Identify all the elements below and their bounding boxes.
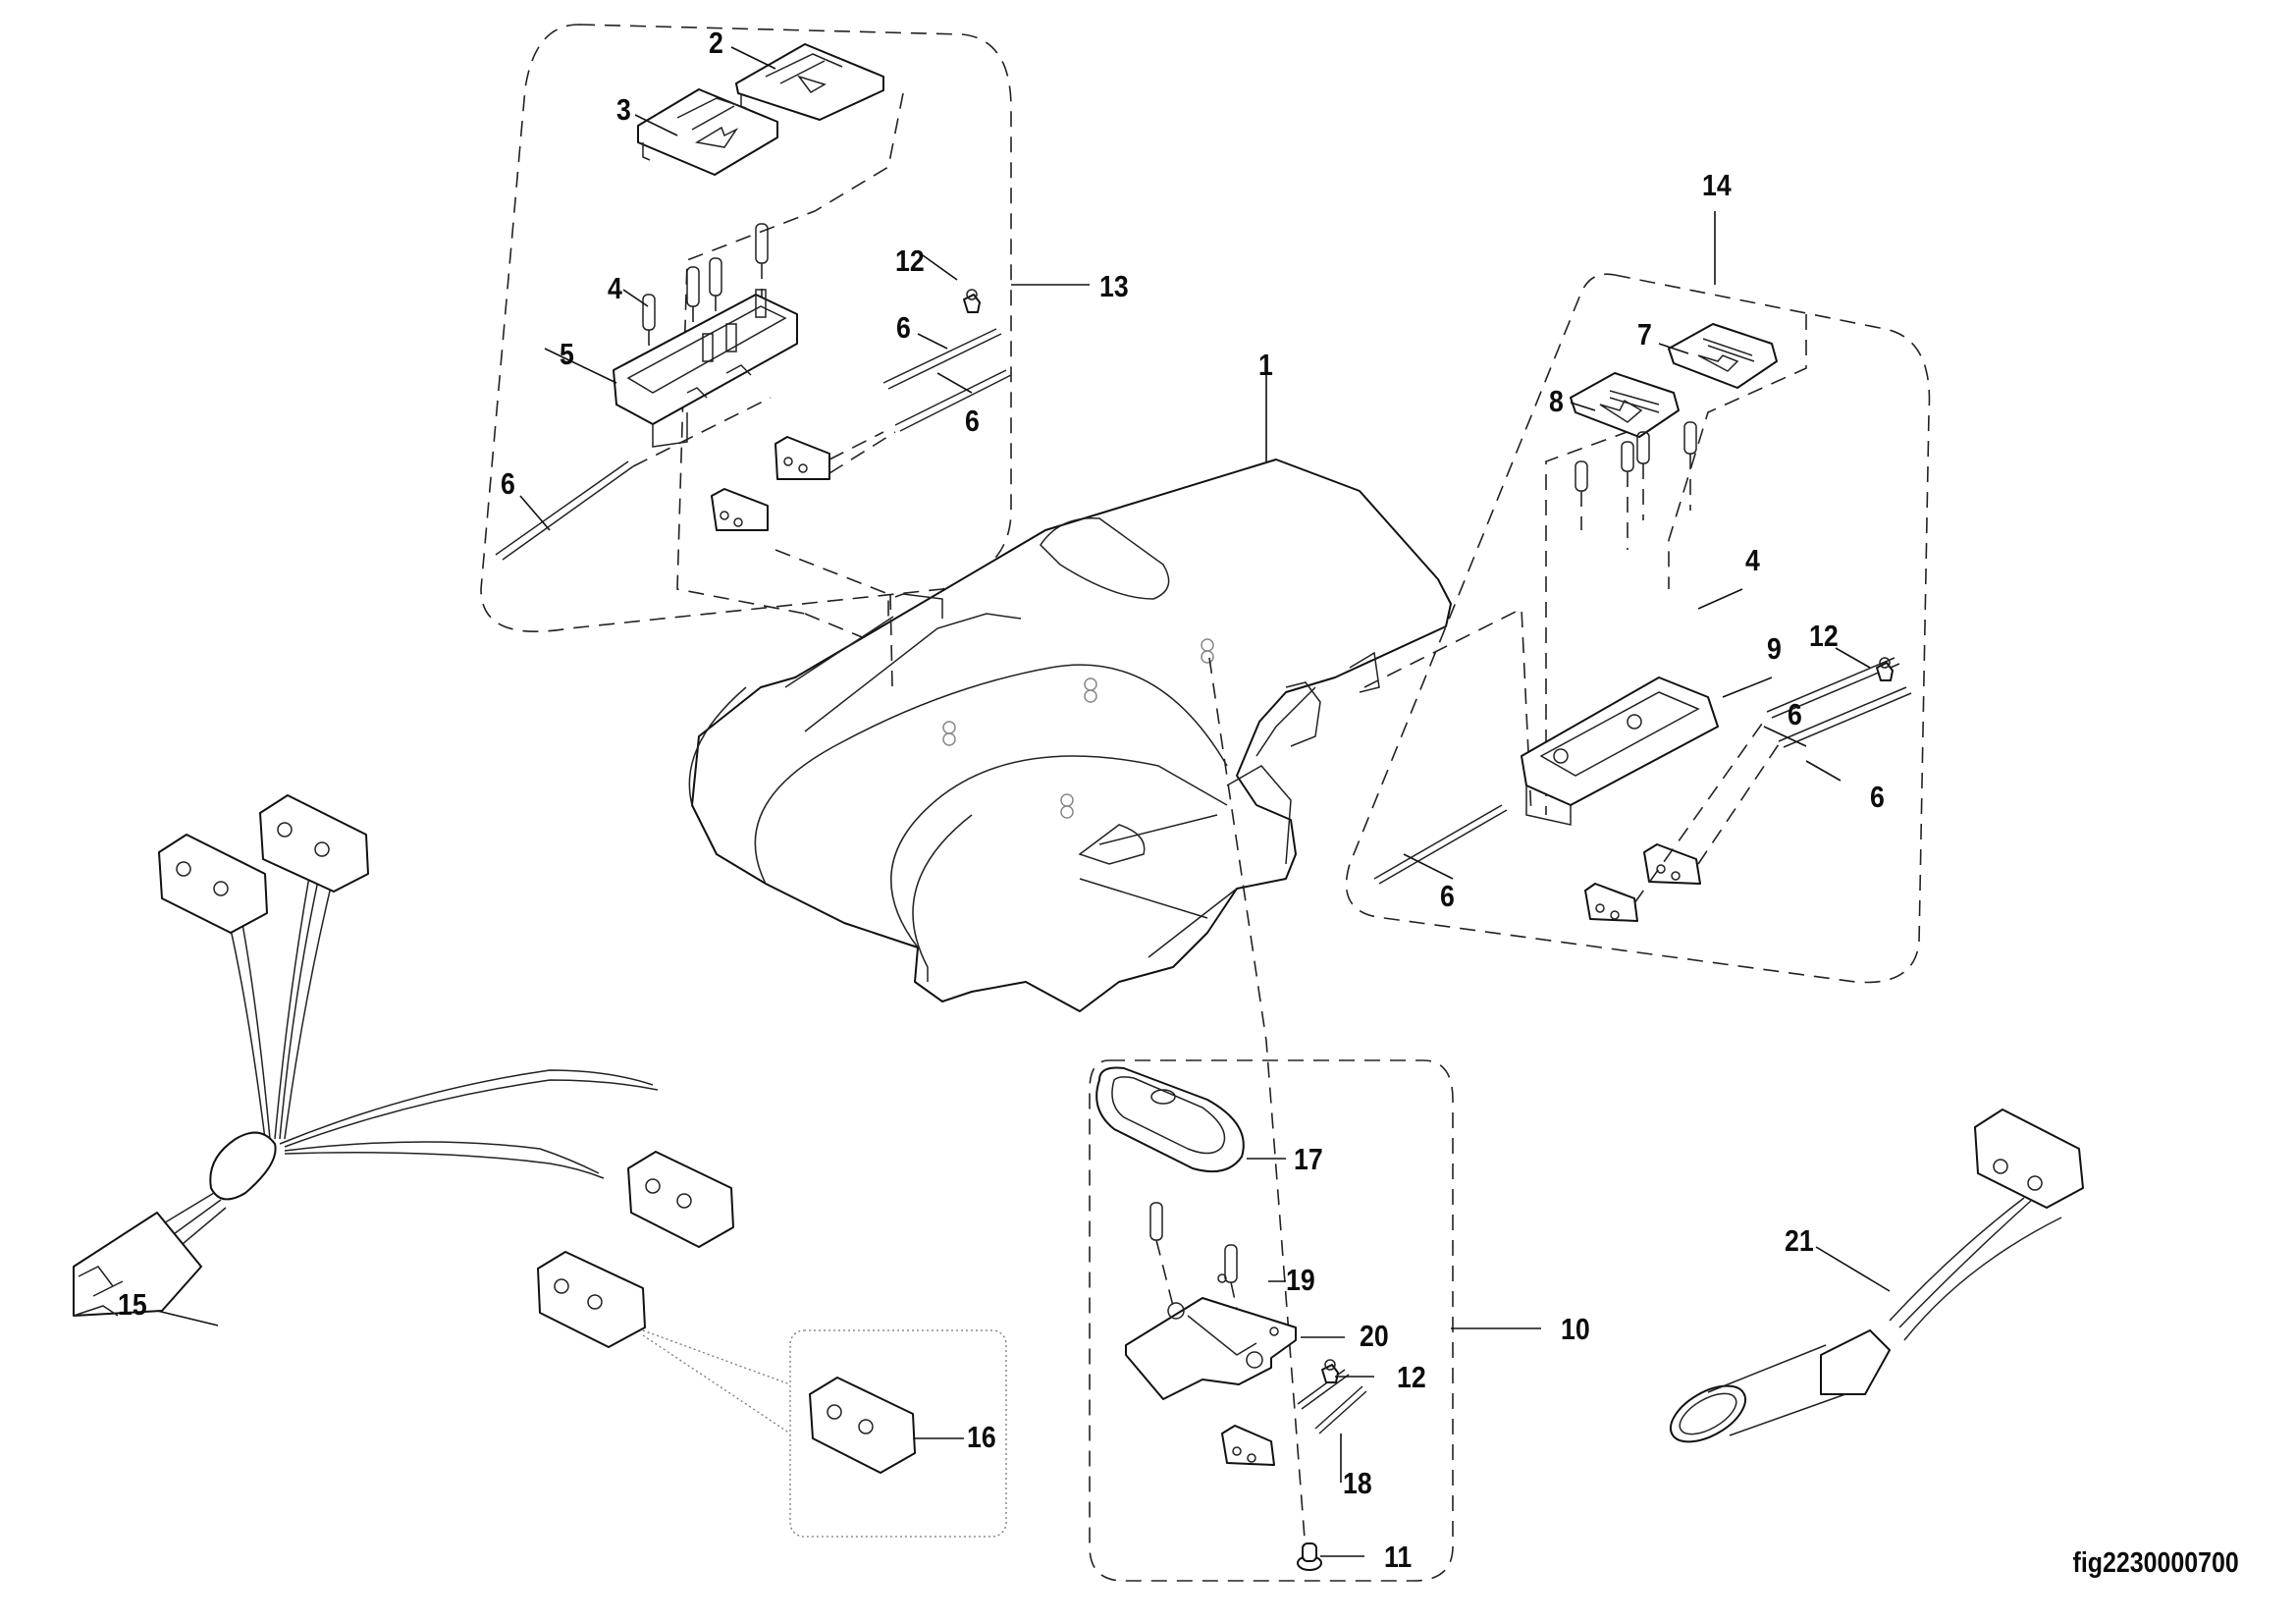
callout-14: 14 <box>1702 168 1732 202</box>
callout-6: 6 <box>501 466 515 501</box>
button-cover-17 <box>1095 1066 1245 1172</box>
switch-cap-8 <box>1570 372 1680 438</box>
callout-11: 11 <box>1384 1540 1413 1574</box>
harness-microswitches <box>158 794 734 1348</box>
callout-6: 6 <box>1788 697 1802 731</box>
button-microswitch <box>1221 1359 1367 1466</box>
switch-cap-3 <box>637 88 778 176</box>
callout-12: 12 <box>1809 619 1839 653</box>
leader-lines <box>156 46 1891 1557</box>
assembly-10-boundary <box>1089 1059 1454 1582</box>
callout-19: 19 <box>1286 1263 1315 1297</box>
button-plate-20 <box>1125 1273 1297 1400</box>
switch-cap-2 <box>735 43 884 121</box>
callout-13: 13 <box>1099 269 1129 303</box>
assembly-14-boundary <box>1345 273 1931 984</box>
callout-6: 6 <box>965 404 980 438</box>
switch-cap-7 <box>1668 323 1778 389</box>
callout-6: 6 <box>1440 879 1455 913</box>
microswitch-with-connector-21 <box>1670 1109 2084 1443</box>
wiring-harness-15 <box>73 848 659 1317</box>
rivet-11 <box>1297 1542 1322 1571</box>
callout-2: 2 <box>709 26 723 60</box>
microswitches-left-group <box>711 436 830 531</box>
callout-20: 20 <box>1360 1319 1389 1353</box>
callout-18: 18 <box>1343 1466 1372 1500</box>
callout-5: 5 <box>560 337 574 371</box>
callout-1: 1 <box>1258 348 1273 382</box>
callout-6: 6 <box>896 310 911 345</box>
clip-12-left <box>963 289 981 313</box>
springs-right-group <box>1575 421 1697 550</box>
callout-12: 12 <box>1397 1360 1426 1394</box>
callout-4: 4 <box>608 271 622 305</box>
switch-carrier-5 <box>613 289 798 448</box>
callout-16: 16 <box>967 1420 996 1454</box>
clip-12-right <box>1876 657 1894 681</box>
callout-6: 6 <box>1870 780 1885 814</box>
microswitches-right-group <box>1584 843 1701 922</box>
callout-9: 9 <box>1767 631 1782 666</box>
callout-3: 3 <box>616 92 631 127</box>
callout-10: 10 <box>1561 1312 1590 1346</box>
callout-21: 21 <box>1785 1223 1814 1258</box>
figure-id-label: fig2230000700 <box>2072 1547 2239 1579</box>
callout-4: 4 <box>1745 543 1760 577</box>
main-housing <box>688 459 1452 1552</box>
callout-7: 7 <box>1637 317 1652 352</box>
microswitch-16-detail-box <box>642 1329 1007 1538</box>
switch-carrier-9 <box>1521 676 1719 826</box>
callout-15: 15 <box>118 1287 147 1322</box>
callout-8: 8 <box>1549 384 1564 418</box>
callout-12: 12 <box>895 243 925 278</box>
pins-left-group <box>495 328 1012 561</box>
housing-bosses <box>942 638 1214 819</box>
callout-17: 17 <box>1294 1142 1323 1176</box>
